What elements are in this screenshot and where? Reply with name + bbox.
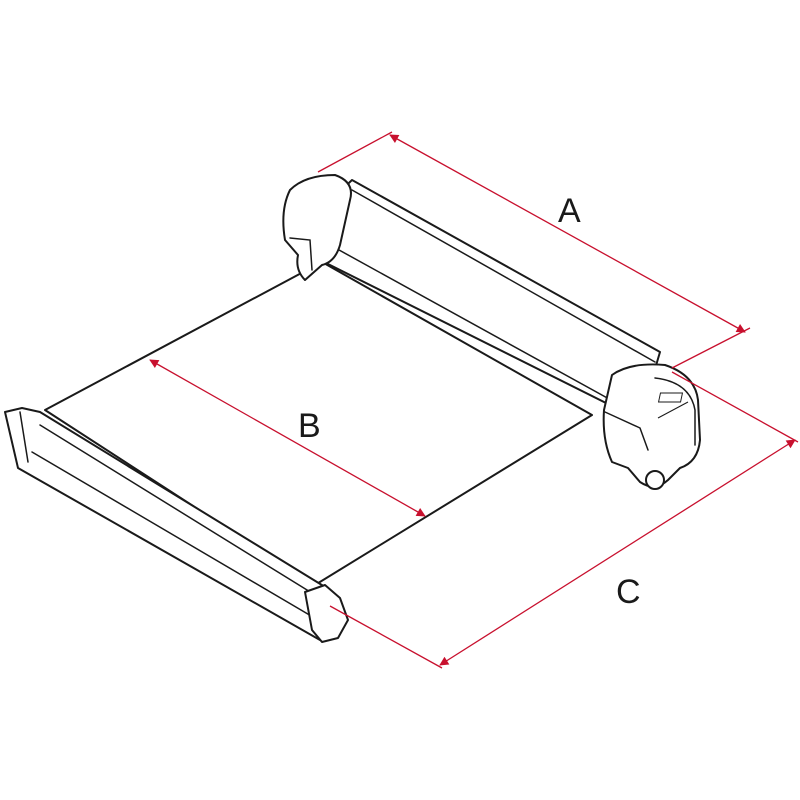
label-b: B: [298, 407, 321, 445]
bracket-knob: [645, 470, 665, 490]
dimension-b: [149, 359, 426, 517]
front-bar-end-cap: [304, 584, 349, 643]
left-end-cap: [282, 174, 352, 281]
right-end-cap: [602, 363, 701, 488]
label-c: C: [616, 573, 641, 611]
label-a: A: [558, 192, 581, 230]
dimension-c: [329, 371, 799, 669]
dimension-a: [317, 131, 751, 369]
front-bar: [4, 407, 349, 643]
fiamma-logo: [657, 392, 689, 419]
